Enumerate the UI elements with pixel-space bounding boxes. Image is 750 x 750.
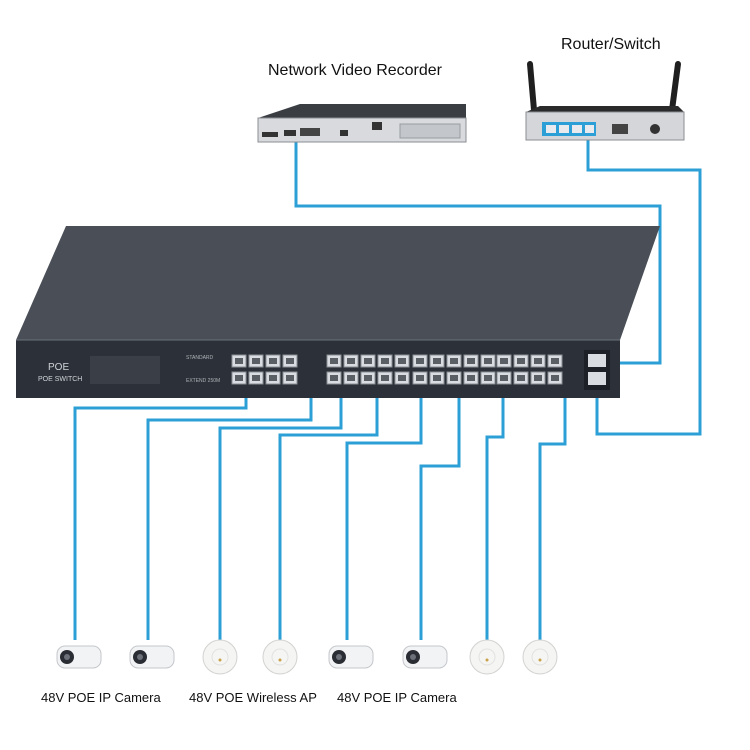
ethernet-port-socket — [517, 358, 525, 364]
ethernet-port-socket — [500, 375, 508, 381]
camera-icon — [402, 645, 448, 669]
camera-icon — [56, 645, 102, 669]
ethernet-port-socket — [347, 375, 355, 381]
ethernet-port-socket — [330, 358, 338, 364]
cable-device-5 — [345, 387, 423, 640]
cable-device-7 — [485, 387, 505, 640]
ethernet-port-socket — [467, 375, 475, 381]
ethernet-port-socket — [433, 375, 441, 381]
wireless-ap-icon — [469, 639, 505, 675]
ethernet-port-socket — [286, 358, 294, 364]
wireless-ap-icon — [522, 639, 558, 675]
camera-group-1-label: 48V POE IP Camera — [41, 690, 161, 705]
ethernet-port-socket — [252, 375, 260, 381]
ethernet-port-socket — [269, 375, 277, 381]
ethernet-port-socket — [381, 358, 389, 364]
ethernet-port-socket — [484, 375, 492, 381]
cable-device-3 — [218, 387, 343, 640]
cable-device-4 — [278, 387, 379, 640]
ethernet-port-socket — [500, 358, 508, 364]
nvr-label: Network Video Recorder — [268, 62, 443, 79]
cable-router-uplink — [586, 138, 702, 436]
poe-switch: POE POE SWITCH STANDARD EXTEND 250M — [16, 226, 660, 398]
ethernet-port-socket — [398, 375, 406, 381]
ethernet-port-socket — [398, 358, 406, 364]
wireless-ap-icon — [262, 639, 298, 675]
ethernet-ports — [231, 354, 563, 385]
ethernet-port-socket — [551, 375, 559, 381]
cable-nvr-uplink — [294, 142, 662, 365]
ethernet-port-socket — [381, 375, 389, 381]
edge-devices — [56, 639, 558, 675]
cable-device-8 — [538, 387, 567, 640]
camera-icon — [328, 645, 374, 669]
ethernet-port-socket — [551, 358, 559, 364]
ethernet-port-socket — [364, 358, 372, 364]
ethernet-port-socket — [534, 358, 542, 364]
camera-group-2-label: 48V POE IP Camera — [337, 690, 457, 705]
ethernet-port-socket — [269, 358, 277, 364]
ethernet-port-socket — [330, 375, 338, 381]
ethernet-port-socket — [484, 358, 492, 364]
ethernet-port-socket — [235, 358, 243, 364]
camera-icon — [129, 645, 175, 669]
wireless-ap-icon — [202, 639, 238, 675]
switch-model: POE SWITCH — [38, 376, 82, 383]
ethernet-port-socket — [517, 375, 525, 381]
wireless-ap-group-label: 48V POE Wireless AP — [189, 690, 317, 705]
ethernet-port-socket — [467, 358, 475, 364]
cable-device-2 — [146, 387, 313, 640]
cable-device-6 — [419, 387, 461, 640]
ethernet-port-socket — [235, 375, 243, 381]
ethernet-port-socket — [364, 375, 372, 381]
nvr-device-icon — [257, 104, 467, 143]
mode-standard-label: STANDARD — [186, 355, 214, 361]
ethernet-port-socket — [450, 358, 458, 364]
ethernet-port-socket — [450, 375, 458, 381]
ethernet-port-socket — [416, 375, 424, 381]
router-device-icon — [525, 61, 685, 141]
ethernet-port-socket — [347, 358, 355, 364]
ethernet-port-socket — [286, 375, 294, 381]
ethernet-port-socket — [252, 358, 260, 364]
ethernet-port-socket — [416, 358, 424, 364]
switch-brand: POE — [48, 362, 69, 373]
router-label: Router/Switch — [561, 36, 661, 53]
mode-extend-label: EXTEND 250M — [186, 378, 220, 384]
ethernet-port-socket — [534, 375, 542, 381]
ethernet-port-socket — [433, 358, 441, 364]
